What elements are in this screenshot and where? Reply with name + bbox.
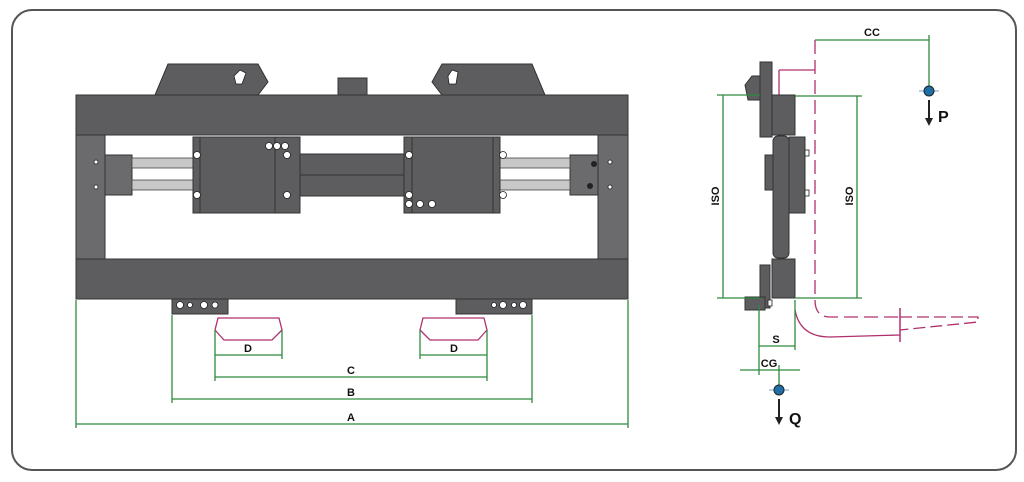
left-post <box>75 134 106 260</box>
carriage-plate <box>772 135 790 259</box>
load-q-label: Q <box>789 411 801 428</box>
dim-iso-left: ISO <box>710 186 722 205</box>
right-cylinder-block <box>569 154 599 196</box>
left-fork-carriage <box>192 136 276 214</box>
dim-s: S <box>772 334 779 346</box>
dim-d-left: D <box>244 343 252 355</box>
dim-b: B <box>347 387 355 399</box>
left-hook <box>154 63 269 96</box>
side-view: CC ISO ISO S CG P Q <box>710 27 979 428</box>
front-view: D D C B A <box>75 63 629 428</box>
dim-d-right: D <box>450 343 458 355</box>
upper-hook-plate <box>759 61 773 138</box>
dim-cc: CC <box>864 27 880 39</box>
dim-iso-right: ISO <box>844 186 856 205</box>
left-cylinder-block <box>104 154 133 196</box>
load-center-p-marker <box>919 85 939 126</box>
lower-hook-block <box>771 258 796 299</box>
center-of-gravity-q-marker <box>769 384 789 425</box>
right-post <box>597 134 629 260</box>
center-block <box>337 77 368 96</box>
dim-a: A <box>347 412 355 424</box>
dim-c: C <box>347 365 355 377</box>
top-beam <box>75 94 629 136</box>
bottom-beam <box>75 258 629 300</box>
dim-cg: CG <box>761 358 778 370</box>
load-p-label: P <box>938 109 949 126</box>
